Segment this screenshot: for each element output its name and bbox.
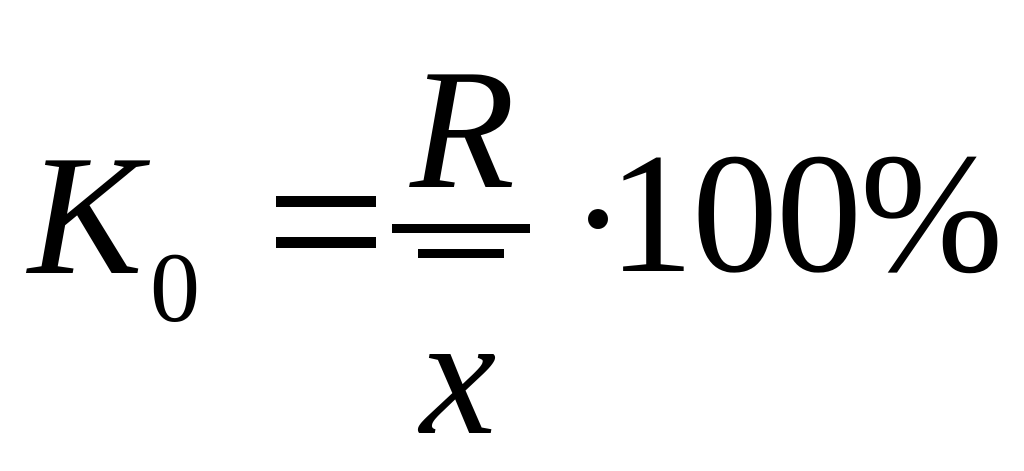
fraction-numerator: R xyxy=(410,35,516,225)
fraction-line xyxy=(392,224,530,233)
equals-sign xyxy=(276,196,376,248)
multiplication-dot xyxy=(588,209,608,229)
equals-bar-top xyxy=(276,196,376,207)
subscript-zero: 0 xyxy=(150,232,200,343)
equals-bar-bottom xyxy=(276,237,376,248)
fraction-denominator: x xyxy=(420,281,497,471)
percent-value: 100% xyxy=(608,119,1003,309)
fraction-line-accent xyxy=(418,249,504,258)
symbol-k: K xyxy=(28,121,143,311)
formula: K 0 R x 100% xyxy=(28,35,1003,462)
